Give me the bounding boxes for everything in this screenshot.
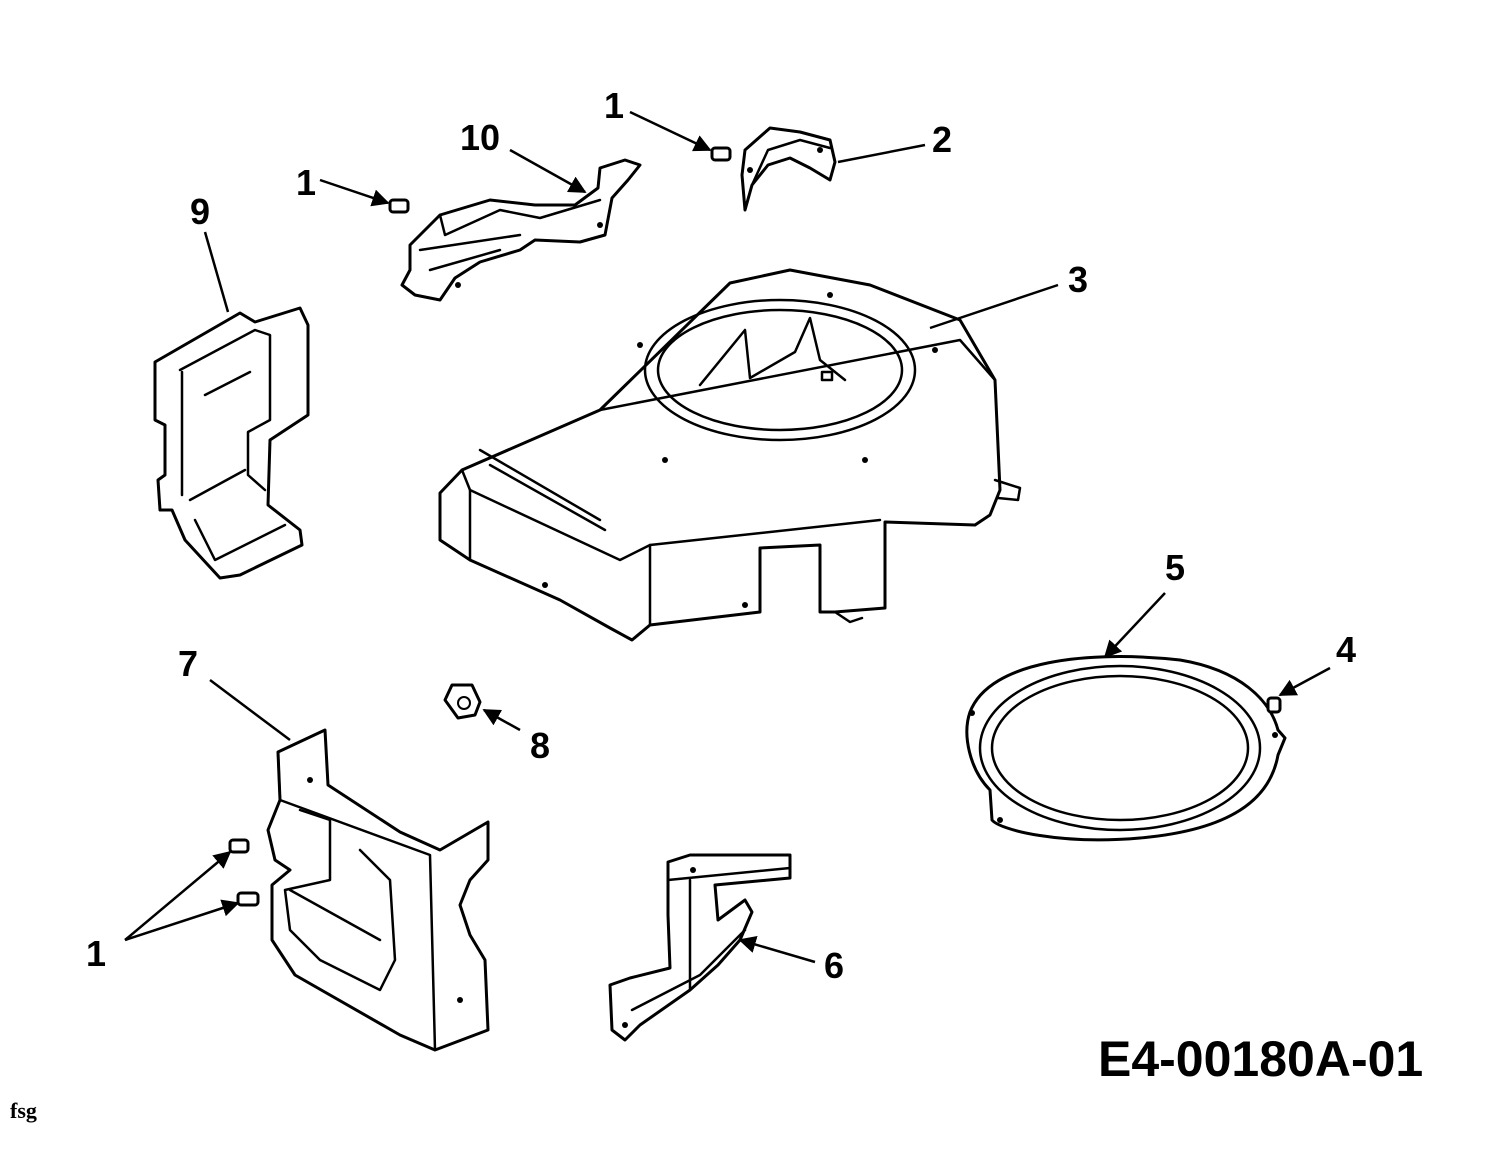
callout-2: 2 [932, 119, 952, 160]
ring-part [965, 655, 1287, 842]
callout-10: 10 [460, 117, 500, 158]
leader-line [319, 178, 390, 207]
callout-1: 1 [296, 162, 316, 203]
upper-bracket-part [400, 158, 642, 302]
leader-line [738, 936, 816, 964]
grommet-part [443, 683, 482, 720]
screw-icon [236, 891, 260, 907]
leader-line [509, 148, 587, 194]
lower-bracket-part [608, 853, 792, 1042]
callout-3: 3 [1068, 259, 1088, 300]
blower-housing-part [438, 268, 1022, 642]
leader-line [629, 110, 712, 152]
callout-8: 8 [530, 725, 550, 766]
callout-1: 1 [604, 85, 624, 126]
callout-6: 6 [824, 945, 844, 986]
callout-7: 7 [178, 643, 198, 684]
leader-line [209, 679, 291, 741]
drawing-number: E4-00180A-01 [1098, 1031, 1423, 1087]
callout-4: 4 [1336, 629, 1356, 670]
screw-icon [1266, 696, 1282, 714]
screw-icon [710, 146, 732, 162]
leader-line [124, 899, 240, 942]
leader-line [1278, 666, 1331, 697]
leader-line [1103, 592, 1166, 659]
leader-line [124, 850, 232, 941]
callout-1: 1 [86, 933, 106, 974]
footer-mark: fsg [10, 1098, 37, 1123]
leader-line [482, 708, 521, 732]
callout-5: 5 [1165, 547, 1185, 588]
screw-icon [228, 838, 250, 854]
deflector-part [740, 126, 837, 212]
leader-line [929, 283, 1059, 330]
callout-9: 9 [190, 191, 210, 232]
leader-line [837, 143, 926, 164]
leader-line [203, 231, 230, 313]
side-shroud-part [153, 306, 310, 580]
front-shroud-part [266, 728, 490, 1052]
screw-icon [388, 198, 410, 214]
